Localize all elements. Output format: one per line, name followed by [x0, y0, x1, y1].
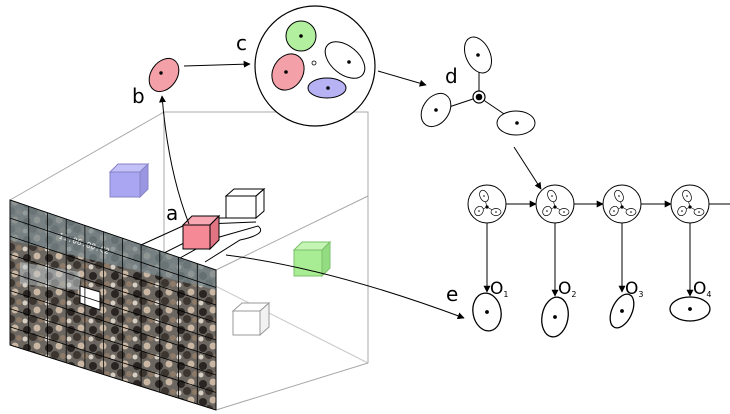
- grid-line: [9, 308, 217, 376]
- frame-grid: [9, 199, 217, 411]
- grid-line: [9, 290, 217, 358]
- observation-index: 2: [571, 290, 576, 299]
- state-node: [670, 184, 710, 224]
- node-b-ellipse: [148, 57, 180, 93]
- label-a: a: [166, 201, 178, 225]
- state-node: [602, 184, 642, 224]
- label-b: b: [132, 84, 145, 108]
- observation-node: [472, 292, 502, 332]
- observation-node: [669, 296, 711, 322]
- state-circle: [670, 184, 710, 224]
- grid-line: [9, 253, 217, 323]
- state-circle: [535, 184, 575, 224]
- grid-line: [9, 217, 217, 288]
- observation-label: O4: [693, 279, 711, 299]
- white-cube: [231, 301, 271, 337]
- grid-line: [9, 344, 217, 411]
- observation-index: 1: [503, 290, 508, 299]
- green-cube: [292, 240, 332, 278]
- label-e: e: [446, 282, 458, 306]
- state-node: [467, 184, 507, 224]
- state-node: [535, 184, 575, 224]
- grid-line: [9, 272, 217, 341]
- grid-line: [9, 199, 217, 271]
- purple-cube: [108, 162, 150, 199]
- observation-label: O3: [625, 279, 643, 299]
- grid-line: [9, 235, 217, 306]
- label-c: c: [236, 31, 247, 55]
- state-chain-e: O1 O2 O3 O4: [467, 184, 730, 338]
- video-volume: 11:06:00:C2: [9, 111, 369, 411]
- observation-label: O1: [490, 279, 508, 299]
- grid-line: [9, 326, 217, 393]
- state-circle: [467, 184, 507, 224]
- observation-label: O2: [558, 279, 576, 299]
- tree-structure-d: [420, 36, 536, 136]
- video-frame: 11:06:00:C2: [9, 199, 217, 411]
- state-circle: [602, 184, 642, 224]
- observation-index: 4: [706, 290, 711, 299]
- mixture-circle-c: [254, 5, 376, 127]
- observation-node: [541, 296, 569, 338]
- label-d: d: [445, 64, 458, 88]
- connectors: [159, 60, 542, 320]
- observation-node: [609, 293, 635, 329]
- red-cube: [181, 214, 221, 251]
- observation-index: 3: [638, 290, 643, 299]
